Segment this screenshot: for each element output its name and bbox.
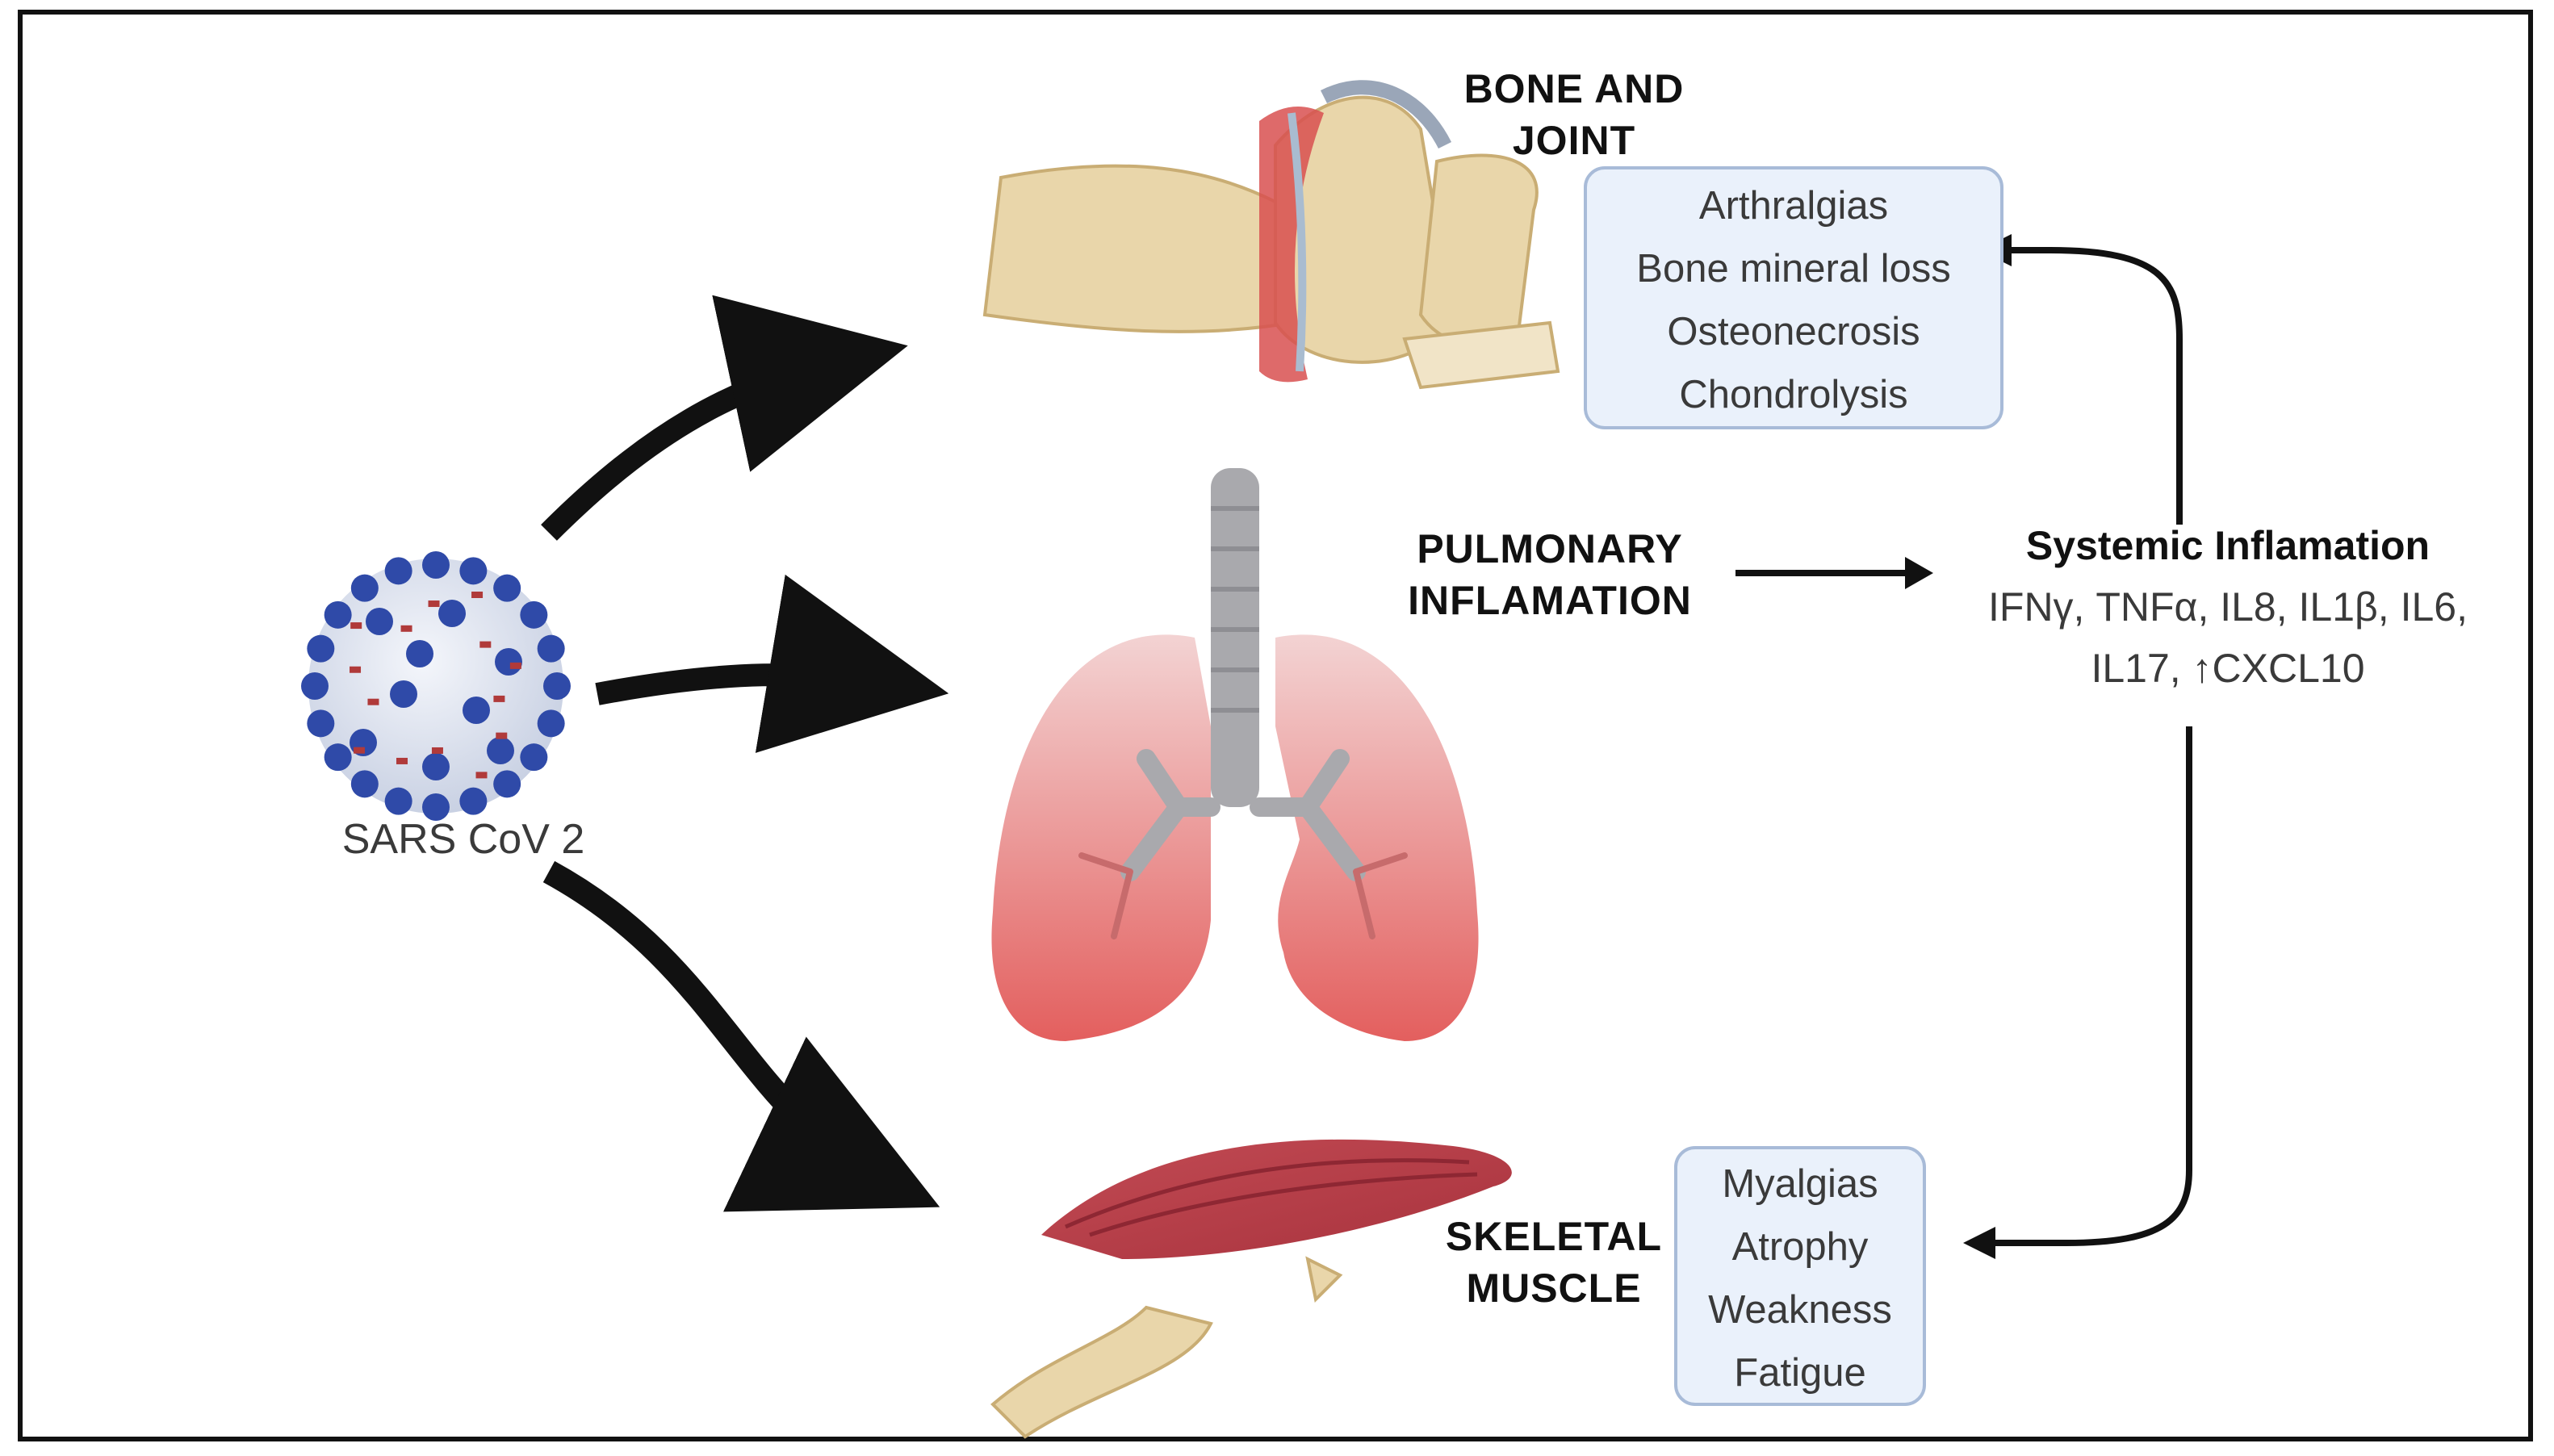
cytokine-line-1: IFNγ, TNFα, IL8, IL1β, IL6, xyxy=(1988,584,2468,630)
muscle-symptom-item: Myalgias xyxy=(1722,1162,1878,1206)
bone-joint-icon xyxy=(982,80,1560,390)
pulmonary-label: PULMONARY INFLAMATION xyxy=(1408,526,1692,623)
muscle-symptoms-box: Myalgias Atrophy Weakness Fatigue xyxy=(1674,1146,1926,1406)
virus-icon xyxy=(301,551,571,821)
muscle-symptom-item: Fatigue xyxy=(1734,1351,1866,1395)
bone-joint-label: BONE AND JOINT xyxy=(1463,66,1685,163)
arrow-pulmonary-to-systemic xyxy=(1735,557,1933,589)
arrow-systemic-to-bone-box xyxy=(1979,234,2183,525)
systemic-inflammation-block: Systemic Inflamation IFNγ, TNFα, IL8, IL… xyxy=(1937,515,2518,699)
bone-symptoms-box: Arthralgias Bone mineral loss Osteonecro… xyxy=(1584,166,2003,429)
muscle-symptom-item: Weakness xyxy=(1708,1288,1892,1332)
arrow-systemic-to-muscle-box xyxy=(1963,726,2192,1259)
muscle-symptom-item: Atrophy xyxy=(1731,1225,1869,1269)
arrow-virus-to-bone xyxy=(541,295,908,541)
muscle-icon xyxy=(990,1139,1512,1439)
virus-label: SARS CoV 2 xyxy=(341,816,585,863)
lungs-icon xyxy=(991,468,1479,1041)
bone-symptom-item: Arthralgias xyxy=(1698,184,1889,228)
skeletal-muscle-label: SKELETAL MUSCLE xyxy=(1445,1214,1663,1311)
cytokine-line-2: IL17, ↑CXCL10 xyxy=(2091,646,2365,691)
systemic-title: Systemic Inflamation xyxy=(2025,523,2430,568)
bone-symptom-item: Chondrolysis xyxy=(1679,373,1908,416)
bone-symptom-item: Bone mineral loss xyxy=(1636,247,1951,291)
arrow-virus-to-muscle xyxy=(542,860,940,1212)
arrow-virus-to-lungs xyxy=(595,574,949,753)
outer-frame xyxy=(18,10,2533,1441)
bone-symptom-item: Osteonecrosis xyxy=(1667,310,1920,354)
